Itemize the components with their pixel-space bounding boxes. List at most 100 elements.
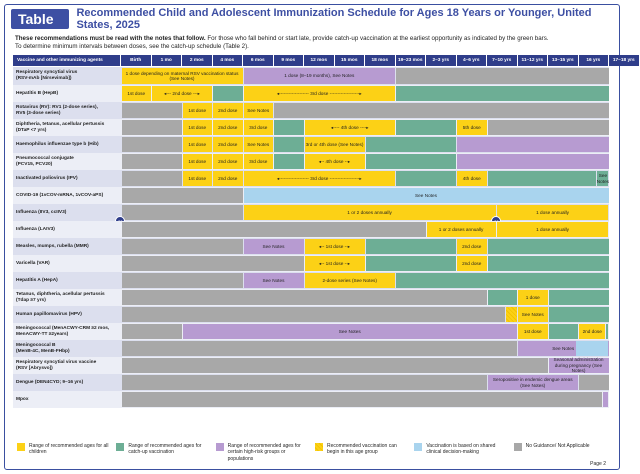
vaccine-name: Varicella (VAR): [13, 255, 121, 272]
vaccine-name: Haemophilus influenzae type b (Hib): [13, 136, 121, 153]
schedule-cell: ◂------------------- 3rd dose ----------…: [243, 171, 395, 186]
legend-swatch: [513, 443, 522, 451]
schedule-cell: 1st dose: [182, 171, 212, 186]
schedule-cell: 1st dose: [182, 137, 212, 152]
schedule-cell: [365, 154, 456, 169]
schedule-cell: [121, 307, 505, 322]
table-row: Tetanus, diphtheria, acellular pertussis…: [13, 289, 609, 306]
schedule-cell: [274, 120, 304, 135]
table-row: Measles, mumps, rubella (MMR)See Notes◂-…: [13, 238, 609, 255]
schedule-cell: [457, 137, 609, 152]
vaccine-name-line: Meningococcal (MenACWY-CRM ≥2 mos,: [16, 325, 110, 331]
schedule-cell: 1 dose depending on maternal RSV vaccina…: [121, 68, 243, 84]
table-row: Human papillomavirus (HPV) See Notes: [13, 306, 609, 323]
schedule-cell: [121, 375, 487, 390]
schedule-cell: [121, 324, 182, 339]
table-row: Pneumococcal conjugate(PCV15, PCV20)1st …: [13, 153, 609, 170]
vaccine-name-line: Respiratory syncytial virus vaccine: [16, 359, 97, 365]
schedule-cell: Seropositive in endemic dengue areas (Se…: [487, 375, 578, 390]
legend-item: Vaccination is based on shared clinical …: [414, 443, 508, 456]
legend-item: Range of recommended ages for all childr…: [17, 443, 111, 456]
schedule-cell: [121, 120, 182, 135]
instructions-line-1: These recommendations must be read with …: [15, 35, 549, 42]
legend-label: Vaccination is based on shared clinical …: [426, 443, 496, 456]
instructions-bold: These recommendations must be read with …: [15, 35, 206, 42]
title-row: Table 1 Recommended Child and Adolescent…: [11, 7, 624, 45]
header-age-14: 11–12 yrs: [517, 55, 548, 66]
legend-label: Range of recommended ages for catch-up v…: [128, 443, 202, 456]
vaccine-name-sub: (DTaP <7 yrs): [16, 127, 47, 133]
header-age-6: 9 mos: [273, 55, 304, 66]
table-row: Hepatitis B (HepB) 1st dose◂--- 2nd dose …: [13, 85, 609, 102]
vaccine-name-sub: MenACWY-TT ≥2years): [16, 331, 69, 337]
vaccine-name-line: Rotavirus (RV): RV1 (2-dose series),: [16, 104, 98, 110]
legend: Range of recommended ages for all childr…: [13, 441, 609, 467]
vaccine-name-line: Haemophilus influenzae type b (Hib): [16, 141, 99, 147]
table-row: Rotavirus (RV): RV1 (2-dose series),RV5 …: [13, 102, 609, 119]
schedule-cell: [121, 358, 548, 373]
schedule-cell: [487, 290, 517, 305]
header-age-9: 18 mos: [365, 55, 396, 66]
schedule-cell: 1st dose: [182, 103, 212, 118]
schedule-cell: 2-dose series (See Notes): [304, 273, 395, 288]
schedule-cell: 1 dose annually: [496, 222, 609, 237]
schedule-cell: See Notes: [243, 239, 304, 254]
vaccine-name-line: Inactivated poliovirus (IPV): [16, 175, 78, 181]
vaccine-name-line: Hepatitis B (HepB): [16, 90, 59, 96]
vaccine-name-line: Tetanus, diphtheria, acellular pertussis: [16, 291, 105, 297]
page-frame: [4, 4, 620, 470]
schedule-cell: ◂---- 4th dose ----▸: [304, 120, 395, 135]
schedule-cell: [365, 256, 456, 271]
vaccine-name-line: Mpox: [16, 396, 29, 402]
schedule-cell: ◂------------------- 3rd dose ----------…: [243, 86, 395, 101]
schedule-cell: [121, 137, 182, 152]
vaccine-name: Human papillomavirus (HPV): [13, 306, 121, 323]
schedule-cell: [606, 324, 609, 339]
vaccine-name: Pneumococcal conjugate(PCV15, PCV20): [13, 153, 121, 170]
table-row: Meningococcal (MenACWY-CRM ≥2 mos,MenACW…: [13, 323, 609, 340]
schedule-cell: [396, 120, 456, 135]
schedule-cell: [396, 171, 456, 186]
schedule-cell: 2nd dose: [579, 324, 606, 339]
vaccine-name-line: Influenza (IIV3, ccIIV3): [16, 209, 67, 215]
table-row: Meningococcal B(MenB-4C, MenB-FHbp)See N…: [13, 340, 609, 357]
schedule-cell: [396, 273, 609, 288]
header-age-2: 1 mo: [151, 55, 182, 66]
vaccine-name-sub: RV5 (3-dose series): [16, 110, 61, 116]
vaccine-name: Meningococcal B(MenB-4C, MenB-FHbp): [13, 340, 121, 357]
vaccine-name: Dengue (DEN4CYD; 9–16 yrs): [13, 374, 121, 391]
schedule-cell: Seasonal administration during pregnancy…: [548, 357, 609, 373]
header-age-15: 13–15 yrs: [548, 55, 579, 66]
schedule-cell: 2nd dose: [213, 154, 243, 169]
vaccine-name-sub: (RSV [Abrysvo]): [16, 365, 53, 371]
vaccine-name: Influenza (LAIV3): [13, 221, 121, 238]
schedule-cell: ◂-- 4th dose --▸: [304, 154, 365, 169]
schedule-cell: ◂--- 2nd dose ---▸: [152, 86, 212, 101]
schedule-cell: [121, 239, 243, 254]
schedule-cell: [575, 341, 609, 356]
schedule-cell: 1 dose (8–19 months), See Notes: [243, 68, 395, 84]
vaccine-name-line: Influenza (LAIV3): [16, 226, 55, 232]
schedule-cell: [365, 137, 456, 152]
schedule-cell: See Notes: [518, 307, 548, 322]
schedule-cell: ◂-- 1st dose --▸: [304, 256, 365, 271]
schedule-cell: 1st dose: [121, 86, 151, 101]
header-age-4: 4 mos: [212, 55, 243, 66]
vaccine-name: Inactivated poliovirus (IPV): [13, 170, 121, 187]
schedule-cell: [121, 154, 182, 169]
vaccine-name-line: Hepatitis A (HepA): [16, 277, 58, 283]
schedule-cell: [548, 324, 578, 339]
header-age-7: 12 mos: [304, 55, 335, 66]
table-row: Varicella (VAR)◂-- 1st dose --▸2nd dose: [13, 255, 609, 272]
schedule-cell: [505, 307, 517, 322]
vaccine-name-sub: (PCV15, PCV20): [16, 161, 53, 167]
vaccine-name: Hepatitis A (HepA): [13, 272, 121, 289]
vaccine-name: Measles, mumps, rubella (MMR): [13, 238, 121, 255]
table-row: Mpox: [13, 391, 609, 408]
schedule-cell: [396, 68, 609, 84]
vaccine-name: Meningococcal (MenACWY-CRM ≥2 mos,MenACW…: [13, 323, 121, 340]
schedule-cell: [579, 375, 609, 390]
